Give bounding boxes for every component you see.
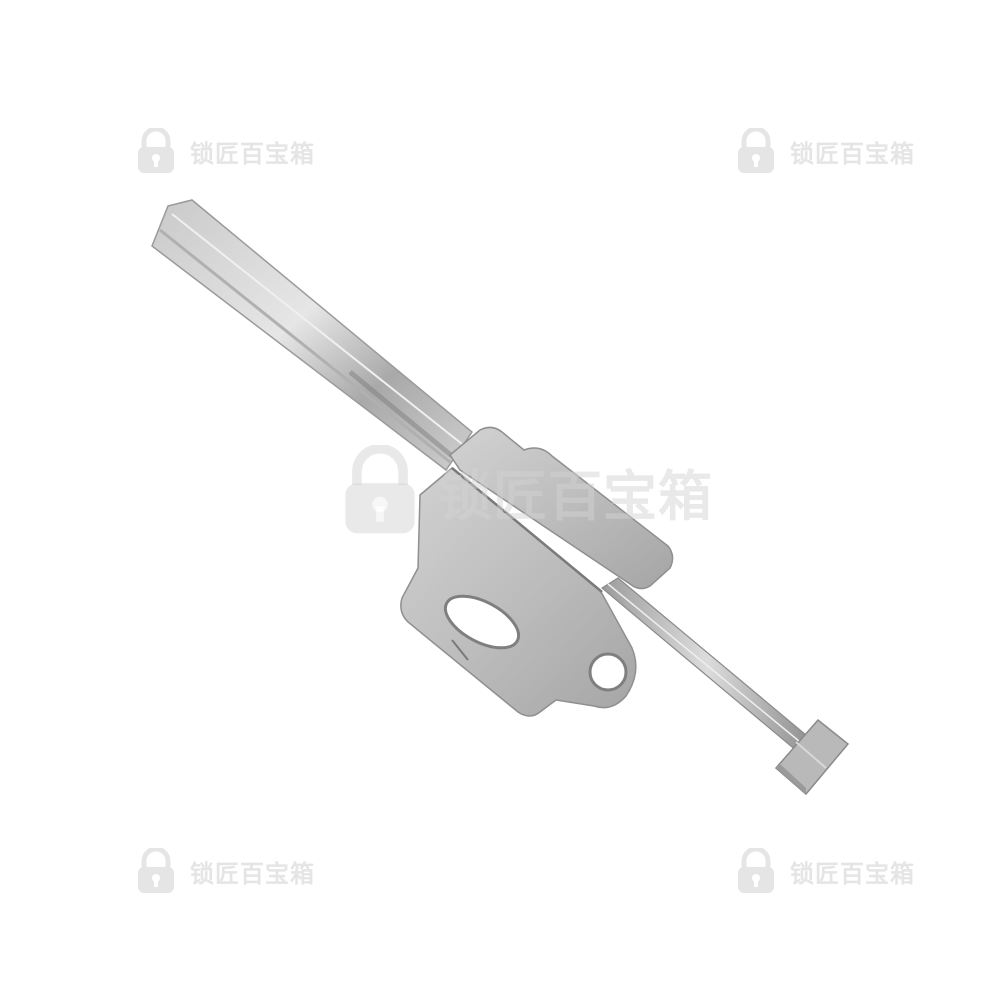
lock-logo-icon (738, 128, 774, 173)
key-head (400, 426, 674, 717)
lock-logo-icon (738, 848, 774, 893)
watermark-top-right: 锁匠百宝箱 (730, 128, 915, 174)
key-rod-tip (774, 718, 850, 796)
watermark-text: 锁匠百宝箱 (190, 859, 315, 888)
watermark-text: 锁匠百宝箱 (190, 139, 315, 168)
lock-logo-icon (345, 445, 415, 534)
watermark-bottom-right: 锁匠百宝箱 (730, 848, 915, 894)
watermark-center: 锁匠百宝箱 (330, 445, 713, 537)
oval-slot (443, 594, 521, 650)
lock-logo-icon (138, 128, 174, 173)
watermark-top-left: 锁匠百宝箱 (130, 128, 315, 174)
watermark-text: 锁匠百宝箱 (790, 859, 915, 888)
watermark-text: 锁匠百宝箱 (790, 139, 915, 168)
watermark-bottom-left: 锁匠百宝箱 (130, 848, 315, 894)
watermark-text: 锁匠百宝箱 (438, 464, 713, 528)
lock-logo-icon (138, 848, 174, 893)
round-hole (588, 652, 628, 692)
key-blade (151, 199, 474, 472)
